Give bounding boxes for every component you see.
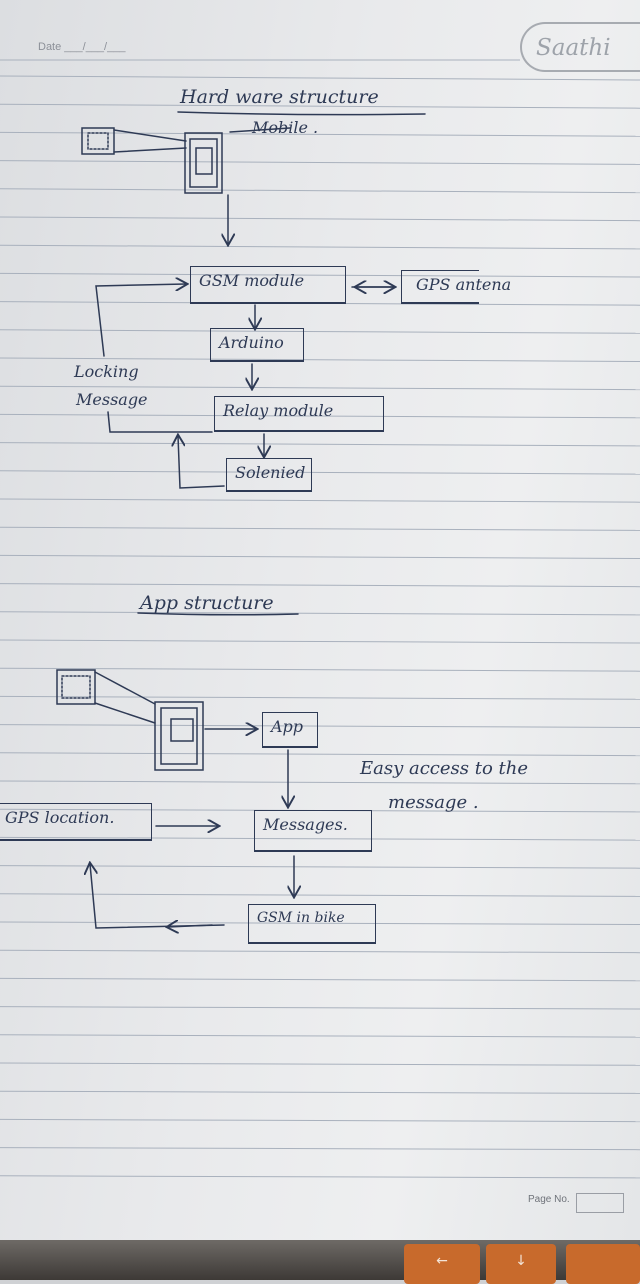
ruled-line — [0, 695, 640, 700]
ruled-line — [0, 357, 640, 362]
page-no-box — [576, 1193, 624, 1213]
brand-logo: Saathi — [520, 22, 640, 72]
ruled-line — [0, 836, 640, 841]
ruled-line — [0, 977, 640, 982]
relay-module-box: Relay module — [214, 396, 384, 432]
loop-solenoid-to-relay — [178, 436, 225, 489]
ruled-line — [0, 752, 640, 757]
ruled-line — [0, 160, 640, 165]
messages-box: Messages. — [254, 810, 372, 852]
ruled-line — [0, 611, 640, 616]
ruled-line — [0, 583, 640, 588]
ruled-line — [0, 1006, 640, 1010]
ruled-line — [0, 921, 640, 925]
ruled-line — [0, 1118, 640, 1123]
ruled-line — [0, 1090, 640, 1094]
loop-gsm-bike-to-gps — [90, 864, 225, 929]
ruled-line — [0, 780, 640, 785]
hardware-title: Hard ware structure — [180, 86, 379, 108]
ruled-line — [0, 639, 640, 644]
app-title: App structure — [140, 592, 274, 614]
ruled-lines — [0, 59, 640, 1179]
ruled-line — [0, 442, 640, 447]
ruled-line — [0, 188, 640, 194]
gps-antenna-box: GPS antena — [401, 270, 511, 304]
ruled-line — [0, 526, 640, 531]
ruled-line — [0, 893, 640, 897]
down-arrow-key-icon: ↓ — [486, 1244, 556, 1284]
ruled-line — [0, 949, 640, 954]
easy-access-note-line1: Easy access to the — [360, 758, 529, 779]
app-title-underline — [137, 612, 299, 616]
ruled-line — [0, 667, 640, 672]
hardware-module-sketch-icon — [81, 127, 291, 155]
left-arrow-key-icon: ← — [404, 1244, 480, 1284]
mobile-label: Mobile . — [252, 118, 319, 137]
ruled-line — [0, 1147, 640, 1151]
ruled-line — [0, 1175, 640, 1179]
ruled-line — [0, 1062, 640, 1066]
ruled-line — [0, 216, 640, 222]
ruled-line — [0, 498, 640, 503]
app-box: App — [262, 712, 318, 748]
message-label: Message — [76, 390, 148, 409]
ruled-line — [0, 385, 640, 391]
ruled-line — [0, 470, 640, 475]
gps-location-box: GPS location. — [0, 803, 152, 841]
date-label: Date ___/___/___ — [38, 41, 126, 53]
easy-access-note-line2: message . — [388, 792, 479, 813]
ruled-line — [0, 724, 640, 728]
ruled-line — [0, 75, 640, 81]
app-module-sketch-icon — [56, 669, 156, 724]
ruled-line — [0, 413, 640, 419]
loop-relay-to-locking — [107, 411, 213, 433]
ruled-line — [0, 103, 640, 109]
hardware-mobile-phone-icon — [184, 132, 223, 194]
gsm-in-bike-box: GSM in bike — [248, 904, 376, 944]
loop-locking-to-gsm — [95, 284, 186, 357]
gsm-module-box: GSM module — [190, 266, 346, 304]
diagram-strokes — [56, 111, 426, 1240]
ruled-line — [0, 865, 640, 869]
ruled-line — [0, 329, 640, 334]
hardware-title-underline — [177, 111, 426, 116]
ruled-line — [0, 554, 640, 559]
ruled-line — [0, 1034, 640, 1038]
ruled-line — [0, 272, 640, 278]
page-no-label: Page No. — [528, 1194, 570, 1205]
key-right-edge — [566, 1244, 640, 1284]
locking-label: Locking — [74, 362, 139, 381]
ruled-line — [0, 244, 640, 250]
notebook-page: Date ___/___/___ Saathi Page No. Hard wa… — [0, 0, 640, 1240]
app-mobile-phone-icon — [154, 701, 204, 771]
